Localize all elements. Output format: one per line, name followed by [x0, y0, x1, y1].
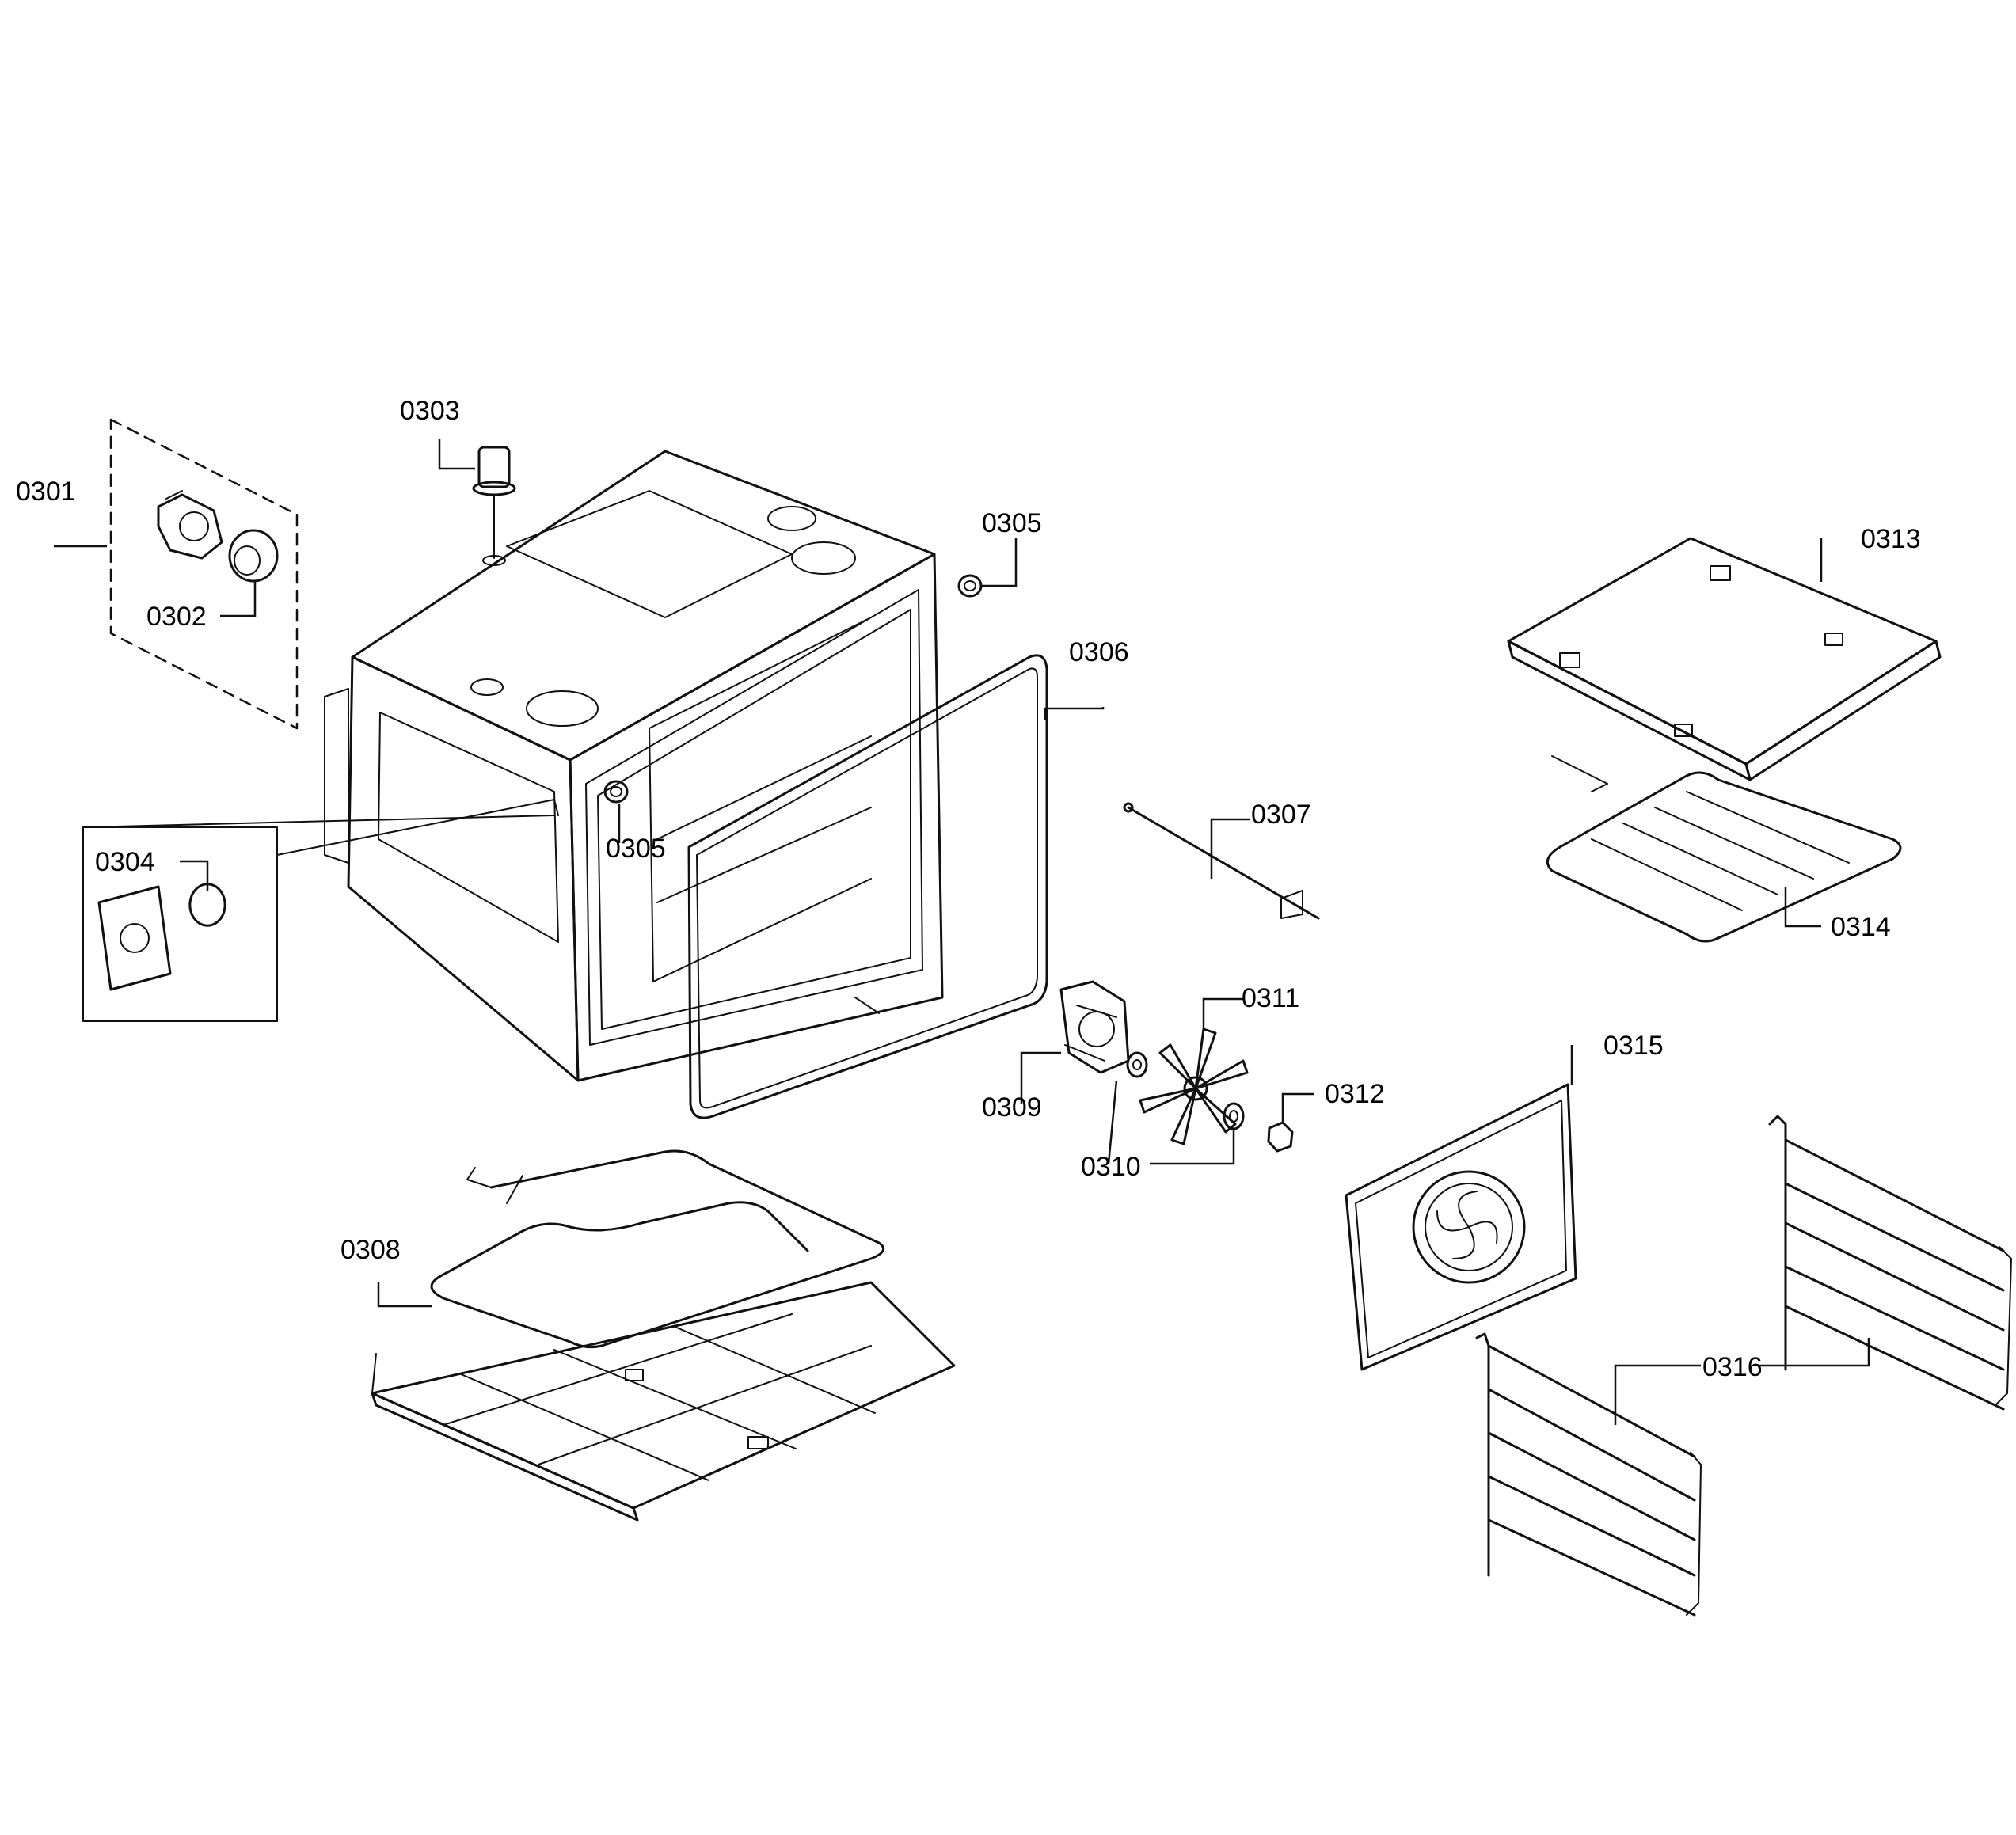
- top-heat-plate: [1507, 537, 1942, 781]
- plug-front: [603, 780, 629, 804]
- callout-0306: 0306: [1069, 637, 1129, 667]
- broil-element: [1546, 755, 1902, 943]
- callout-0313: 0313: [1861, 524, 1921, 554]
- callout-0308: 0308: [340, 1235, 401, 1265]
- door-gasket: [687, 654, 1048, 1119]
- plug-top-right: [957, 574, 983, 598]
- callout-0302: 0302: [146, 602, 207, 632]
- lamp-cover-plate: [97, 885, 172, 991]
- callout-0316: 0316: [1702, 1352, 1763, 1382]
- fan-nut: [1267, 1121, 1294, 1153]
- callout-0312: 0312: [1325, 1079, 1385, 1109]
- fan-motor: [1059, 980, 1130, 1074]
- lamp-assembly-dashed-box: [109, 418, 299, 730]
- callout-0301: 0301: [16, 477, 76, 507]
- callout-0304: 0304: [95, 847, 155, 877]
- washer-small: [1126, 1051, 1148, 1078]
- lamp-clip: [188, 883, 226, 927]
- top-sensor-part: [472, 446, 516, 566]
- fan-blade: [1139, 1028, 1249, 1145]
- callout-0315: 0315: [1603, 1031, 1664, 1061]
- oven-cavity: [324, 450, 944, 1082]
- rack-support-left: [1475, 1332, 1702, 1617]
- leader-lines: [54, 439, 1870, 1425]
- lamp-socket-part: [157, 490, 223, 560]
- callout-0311: 0311: [1242, 983, 1299, 1013]
- lamp-lens-part: [228, 529, 279, 583]
- bake-element: [430, 1149, 885, 1349]
- callout-0303: 0303: [400, 396, 460, 426]
- probe-rod: [1123, 802, 1320, 920]
- callout-0314: 0314: [1831, 912, 1891, 942]
- bake-tray: [371, 1281, 956, 1522]
- callout-0305-front: 0305: [606, 834, 666, 864]
- rack-support-right: [1768, 1115, 2012, 1411]
- callout-0310: 0310: [1081, 1152, 1141, 1182]
- detail-box-0304: [82, 799, 559, 1022]
- callout-0309: 0309: [982, 1092, 1042, 1123]
- callout-0307: 0307: [1251, 800, 1311, 830]
- rear-fan-cover: [1345, 1083, 1577, 1371]
- callout-0305-top: 0305: [982, 508, 1042, 538]
